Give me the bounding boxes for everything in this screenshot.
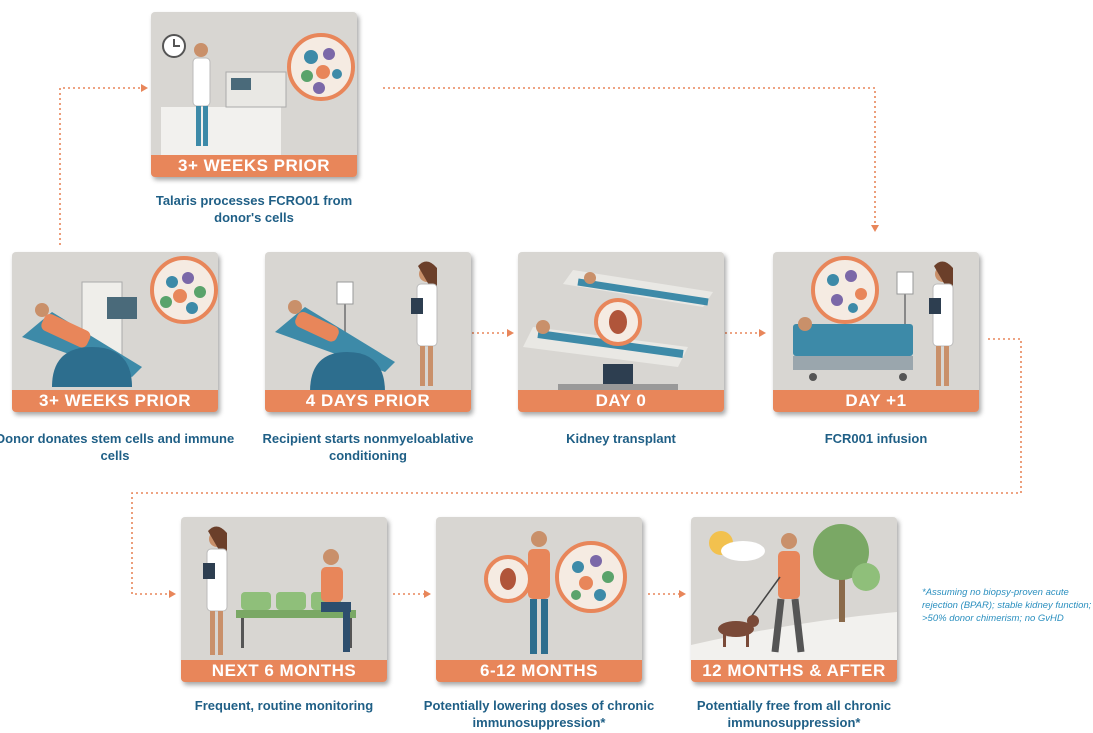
cells-magnifier <box>555 541 627 613</box>
recipient-patient <box>536 320 550 334</box>
step-caption: FCR001 infusion <box>824 431 928 446</box>
footnote: *Assuming no biopsy-proven acute rejecti… <box>922 587 1092 624</box>
cells-magnifier <box>811 256 879 324</box>
patient <box>288 300 302 314</box>
lowering-illustration <box>484 531 627 654</box>
monitoring-illustration <box>203 526 356 655</box>
step-caption: Potentially lowering doses of chronic im… <box>423 698 655 730</box>
step-caption: Kidney transplant <box>566 431 676 446</box>
arrowhead <box>169 590 176 598</box>
step-banner: 12 MONTHS & AFTER <box>691 660 897 682</box>
kidney-icon <box>609 310 627 334</box>
donation-illustration <box>22 256 218 387</box>
step-card-monitoring: NEXT 6 MONTHS <box>181 517 387 682</box>
lab-illustration <box>161 33 355 155</box>
cloud-icon <box>721 541 765 561</box>
step-caption: Potentially free from all chronic immuno… <box>696 698 892 730</box>
step-caption: Talaris processes FCRO01 from donor's ce… <box>155 193 353 225</box>
conditioning-illustration <box>275 261 438 392</box>
arrowhead <box>679 590 686 598</box>
step-banner: 4 DAYS PRIOR <box>265 390 471 412</box>
walking-illustration <box>691 524 897 682</box>
step-card-processing: 3+ WEEKS PRIOR <box>151 12 357 177</box>
connector-infusion-to-monitoring <box>131 338 1022 595</box>
arrowhead <box>141 84 148 92</box>
transplant-illustration <box>523 270 713 390</box>
patient <box>798 317 812 331</box>
step-card-free: 12 MONTHS & AFTER <box>691 517 897 682</box>
arrowhead <box>424 590 431 598</box>
dog-icon <box>718 615 759 647</box>
step-card-conditioning: 4 DAYS PRIOR <box>265 252 471 412</box>
tree-icon <box>813 524 869 580</box>
connector-processing-to-infusion <box>383 87 876 226</box>
step-banner: 6-12 MONTHS <box>436 660 642 682</box>
cells-magnifier <box>150 256 218 324</box>
step-card-lowering: 6-12 MONTHS <box>436 517 642 682</box>
person <box>781 533 797 549</box>
arrowhead <box>871 225 879 232</box>
kidney-icon <box>500 568 516 590</box>
connector-donation-to-processing <box>59 87 143 245</box>
infusion-illustration <box>793 256 954 386</box>
step-caption: Frequent, routine monitoring <box>194 698 374 713</box>
step-banner: DAY 0 <box>518 390 724 412</box>
step-caption: Recipient starts nonmyeloablative condit… <box>262 431 474 463</box>
patient <box>35 303 49 317</box>
arrowhead <box>759 329 766 337</box>
step-banner: 3+ WEEKS PRIOR <box>12 390 218 412</box>
step-card-infusion: DAY +1 <box>773 252 979 412</box>
step-card-transplant: DAY 0 <box>518 252 724 412</box>
arrowhead <box>507 329 514 337</box>
step-banner: NEXT 6 MONTHS <box>181 660 387 682</box>
step-caption: Donor donates stem cells and immune cell… <box>0 431 235 463</box>
patient <box>323 549 339 565</box>
step-card-donation: 3+ WEEKS PRIOR <box>12 252 218 412</box>
step-banner: 3+ WEEKS PRIOR <box>151 155 357 177</box>
donor-patient <box>584 272 596 284</box>
lab-technician <box>194 43 208 57</box>
patient <box>531 531 547 547</box>
step-banner: DAY +1 <box>773 390 979 412</box>
